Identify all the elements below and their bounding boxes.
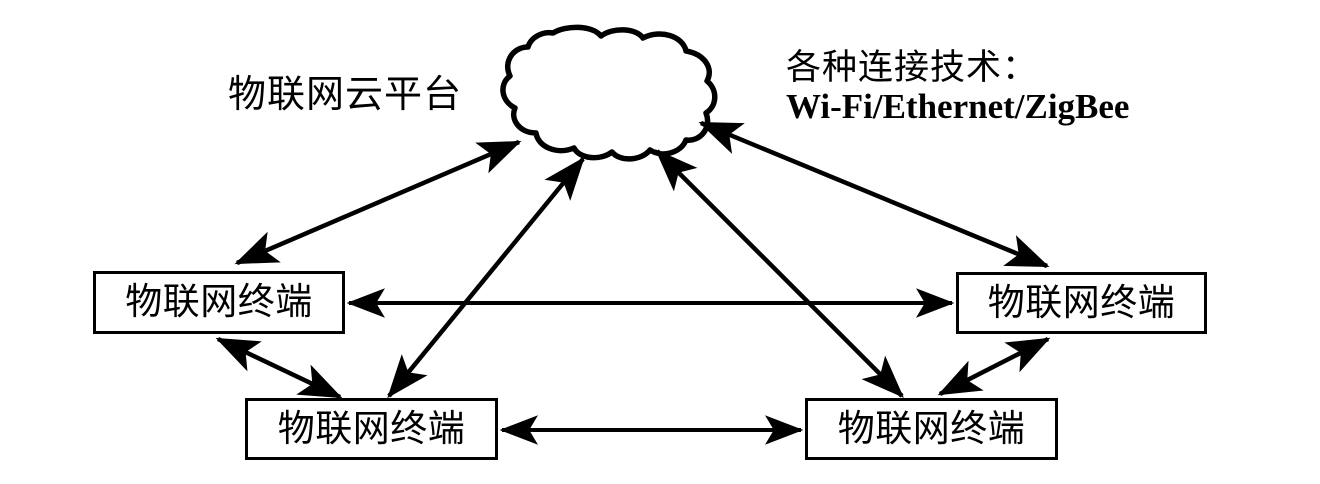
link-cloud-top-left	[234, 139, 522, 266]
terminal-node-top-right[interactable]: 物联网终端	[956, 272, 1207, 334]
terminal-node-label: 物联网终端	[837, 408, 1026, 450]
link-cloud-bottom-left	[387, 156, 585, 399]
terminal-node-label: 物联网终端	[125, 282, 313, 323]
link-top-left-bottom-left	[215, 336, 343, 400]
link-cloud-bottom-right	[655, 149, 904, 398]
cloud-shape	[500, 24, 718, 162]
link-top-right-bottom-right	[937, 336, 1051, 397]
cloud-platform-label: 物联网云平台	[228, 74, 463, 116]
terminal-node-label: 物联网终端	[277, 408, 466, 450]
terminal-node-label: 物联网终端	[987, 282, 1176, 324]
connection-technologies-title: 各种连接技术：	[786, 48, 1039, 87]
terminal-node-bottom-left[interactable]: 物联网终端	[245, 398, 498, 460]
terminal-node-top-left[interactable]: 物联网终端	[93, 271, 345, 334]
connection-technologies-note: 各种连接技术： Wi-Fi/Ethernet/ZigBee	[786, 48, 1129, 126]
terminal-node-bottom-right[interactable]: 物联网终端	[805, 398, 1058, 460]
connection-technologies-list: Wi-Fi/Ethernet/ZigBee	[786, 87, 1130, 127]
